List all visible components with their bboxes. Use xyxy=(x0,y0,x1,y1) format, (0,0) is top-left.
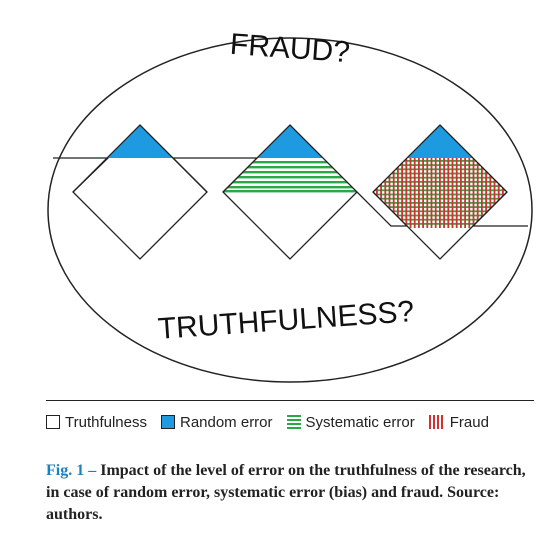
figure-number: Fig. 1 – xyxy=(46,462,97,479)
legend-label: Systematic error xyxy=(305,413,415,431)
fraud-swatch-icon xyxy=(428,415,445,429)
caption-text: Impact of the level of error on the trut… xyxy=(46,462,526,523)
legend-label: Fraud xyxy=(449,413,489,431)
legend-item-fraud: Fraud xyxy=(428,413,489,431)
legend: Truthfulness Random error Systematic err… xyxy=(46,400,534,443)
systematic-error-diamond xyxy=(222,124,358,260)
systematic-error-swatch-icon xyxy=(286,415,301,429)
legend-label: Truthfulness xyxy=(65,413,147,431)
truthfulness-swatch-icon xyxy=(46,415,60,429)
legend-item-random-error: Random error xyxy=(160,413,273,431)
random-error-swatch-icon xyxy=(160,415,175,429)
systematic-error-stripes xyxy=(223,161,357,193)
systematic-random-fill xyxy=(257,125,323,158)
fraud-grid xyxy=(373,158,507,228)
random-error-diamond xyxy=(72,124,208,260)
error-truthfulness-diagram: FRAUD? TRUTHFULNESS? xyxy=(47,28,533,383)
fraud-diamond xyxy=(372,124,508,260)
truthfulness-question-label: TRUTHFULNESS? xyxy=(157,295,415,346)
figure-caption: Fig. 1 – Impact of the level of error on… xyxy=(46,460,526,526)
legend-label: Random error xyxy=(179,413,273,431)
outer-ellipse xyxy=(47,37,533,383)
legend-item-truthfulness: Truthfulness xyxy=(46,414,147,431)
fraud-random-fill xyxy=(407,125,473,158)
random-error-fill xyxy=(107,125,173,158)
legend-item-systematic-error: Systematic error xyxy=(286,413,415,431)
fraud-question-label: FRAUD? xyxy=(229,28,351,69)
